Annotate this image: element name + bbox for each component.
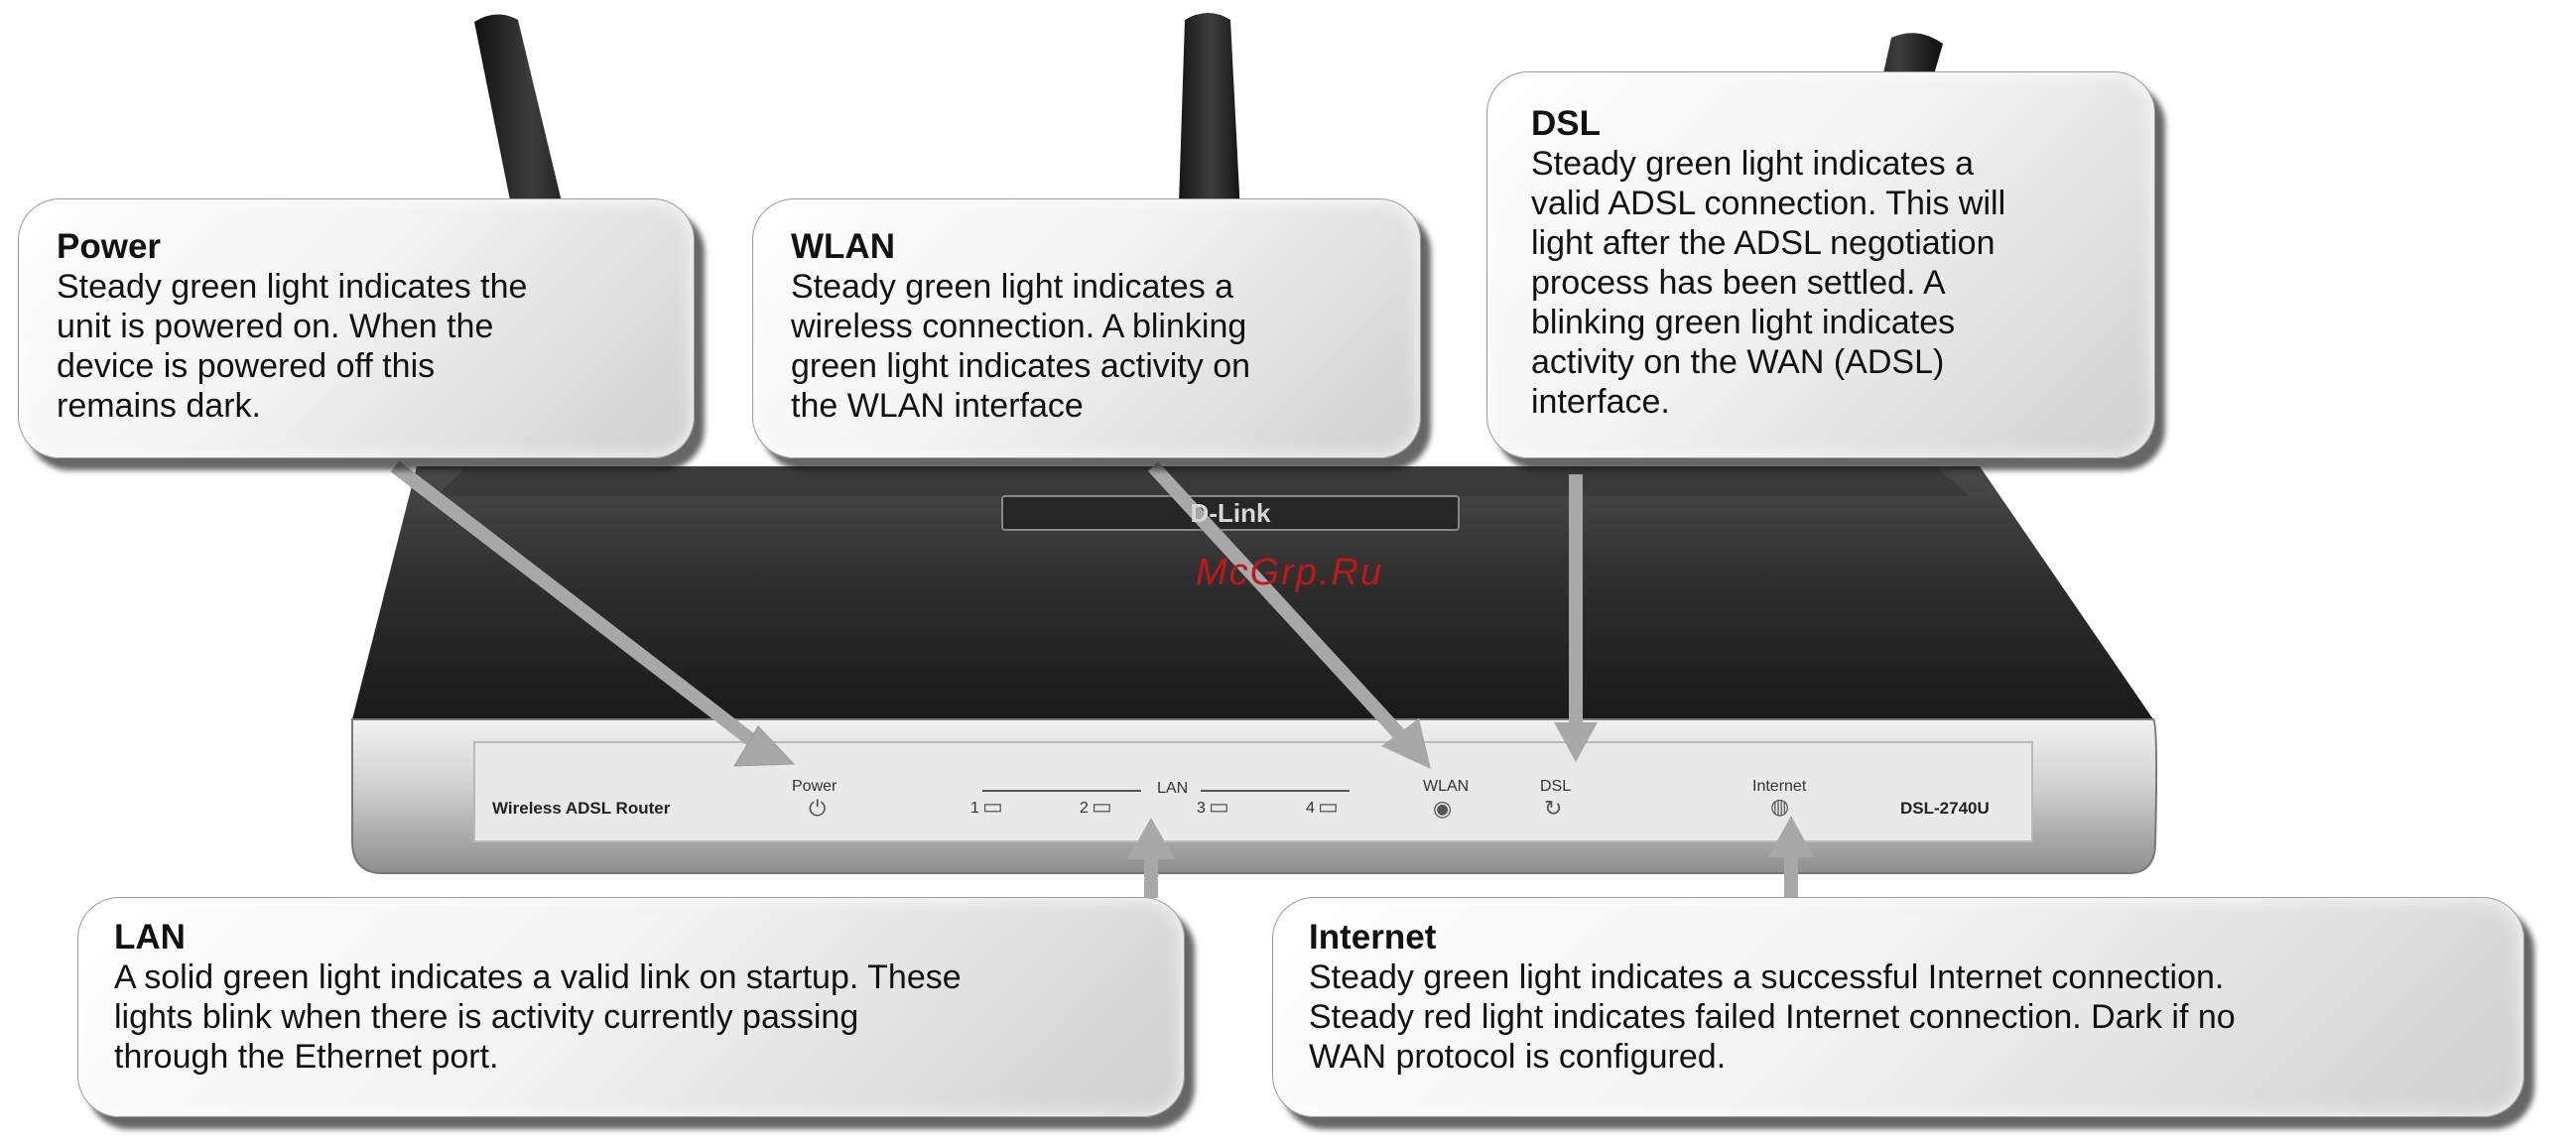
watermark: McGrp.Ru	[1196, 552, 1384, 593]
ethernet-port-icon: ▭	[1092, 794, 1112, 819]
brand-plate	[1001, 495, 1460, 531]
callout-internet-body: Steady green light indicates a successfu…	[1309, 958, 2236, 1076]
callout-lan-title: LAN	[114, 918, 186, 957]
panel-label-dsl: DSL	[1540, 778, 1572, 795]
callout-internet-title: Internet	[1309, 918, 1437, 957]
ethernet-port-icon: ▭	[982, 794, 1003, 819]
brand-logo: D-Link	[1190, 498, 1271, 528]
callout-lan-body: A solid green light indicates a valid li…	[114, 958, 962, 1076]
callout-wlan-body: Steady green light indicates a wireless …	[791, 268, 1251, 425]
callout-power-body: Steady green light indicates the unit is…	[57, 268, 528, 425]
panel-label-internet: Internet	[1752, 778, 1807, 795]
lan-port-number: 2	[1080, 800, 1089, 817]
dsl-icon: ↻	[1544, 796, 1563, 821]
arrow-wlan	[1147, 461, 1431, 769]
callout-lan: LAN A solid green light indicates a vali…	[77, 897, 1185, 1117]
lan-port-number: 4	[1306, 800, 1315, 817]
wireless-icon: ◉	[1433, 796, 1453, 821]
model-label: DSL-2740U	[1900, 799, 1990, 818]
callout-power-title: Power	[57, 227, 162, 266]
callout-wlan: WLAN Steady green light indicates a wire…	[752, 198, 1421, 458]
callout-power: Power Steady green light indicates the u…	[18, 198, 695, 458]
panel-label-wlan: WLAN	[1423, 778, 1470, 795]
arrow-dsl	[1554, 474, 1598, 762]
lan-port-number: 3	[1197, 800, 1206, 817]
callout-dsl-title: DSL	[1531, 104, 1601, 143]
ethernet-port-icon: ▭	[1209, 794, 1229, 819]
callout-wlan-title: WLAN	[791, 227, 895, 266]
router-top	[352, 466, 2153, 719]
callout-internet: Internet Steady green light indicates a …	[1272, 897, 2524, 1117]
callout-dsl-body: Steady green light indicates a valid ADS…	[1531, 145, 2006, 421]
globe-icon: ◍	[1770, 794, 1790, 819]
arrow-internet	[1768, 816, 1814, 898]
product-label: Wireless ADSL Router	[492, 799, 671, 818]
arrow-lan	[1127, 818, 1175, 898]
lan-port-number: 1	[970, 800, 979, 817]
callout-dsl: DSL Steady green light indicates a valid…	[1486, 71, 2155, 458]
panel-label-lan: LAN	[1157, 780, 1189, 797]
ethernet-port-icon: ▭	[1318, 794, 1339, 819]
panel-label-power: Power	[792, 778, 837, 795]
power-icon: ⏻	[809, 796, 827, 821]
arrow-power	[390, 460, 796, 767]
